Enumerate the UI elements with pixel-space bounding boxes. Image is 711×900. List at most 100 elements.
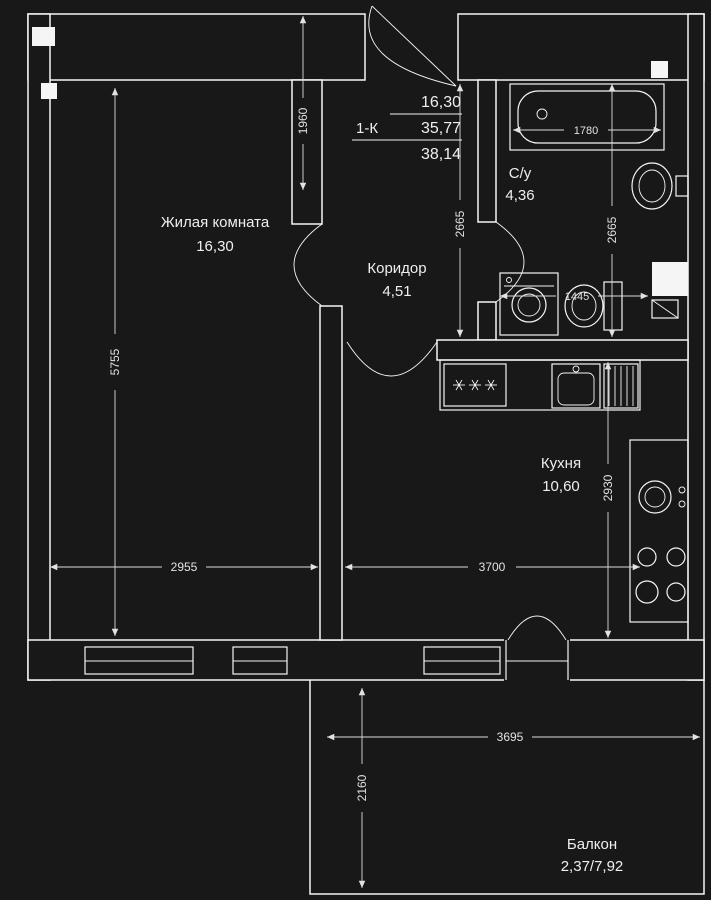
kitchen-name: Кухня — [541, 455, 581, 472]
washer-knob — [506, 277, 512, 283]
living-room-area: 16,30 — [196, 238, 234, 255]
kitchen-sink-faucet — [572, 365, 580, 373]
kitchen-sink-bowl — [557, 372, 595, 406]
entrance-door-swing — [368, 5, 457, 87]
stove-burner-4 — [666, 582, 686, 602]
bathroom-sink — [631, 162, 689, 210]
dim-living-depth: 5755 — [108, 88, 122, 636]
vent-shaft-outlined — [651, 299, 679, 319]
balcony-area: 2,37/7,92 — [561, 858, 624, 875]
grate-hatch — [608, 366, 634, 406]
dim-balcony-depth: 2160 — [355, 688, 369, 888]
kitchen-right-counter — [629, 439, 689, 623]
dim-bathtub-length: 1780 — [513, 125, 661, 137]
dim-kitchen-depth: 2930 — [601, 362, 615, 638]
kitchen-door-swing — [346, 341, 438, 377]
bathroom-name: С/у — [509, 165, 532, 182]
dim-label-living-depth: 5755 — [108, 348, 122, 375]
living-room-door-swing — [293, 223, 323, 307]
balcony-railing — [309, 680, 705, 895]
stove-burner-3 — [635, 580, 659, 604]
balcony-name: Балкон — [567, 836, 617, 853]
room-labels: Жилая комната 16,30 Коридор 4,51 С/у 4,3… — [161, 165, 623, 875]
dim-label-bathtub-length: 1780 — [574, 125, 598, 137]
balcony-door-swing — [507, 615, 567, 641]
wall-left — [27, 13, 51, 681]
window-living-2 — [232, 646, 288, 675]
wall-top-left — [27, 13, 366, 81]
dim-label-balcony-depth: 2160 — [355, 774, 369, 801]
bathtub — [509, 83, 665, 151]
wall-living-corridor-upper — [291, 79, 323, 225]
title-apartment-type: 1-К — [356, 120, 378, 137]
hob-burner-icon — [453, 379, 497, 391]
wall-living-corridor-lower — [319, 305, 343, 641]
dim-kitchen-width: 3700 — [345, 560, 640, 574]
title-total-area: 38,14 — [421, 146, 461, 163]
walls — [27, 13, 705, 681]
sink-backsplash — [675, 175, 689, 197]
toilet-tank — [603, 281, 623, 331]
dim-label-wc-width: 1445 — [565, 291, 589, 303]
balcony-door-opening — [504, 639, 570, 681]
column-marker-top-right — [651, 61, 668, 78]
round-sink-inner — [644, 486, 666, 508]
shafts — [32, 27, 688, 319]
hob-outline — [443, 363, 507, 407]
washer-drum — [511, 287, 547, 323]
toilet — [564, 281, 623, 331]
sink-bowl — [631, 162, 673, 210]
toilet-bowl-inner — [571, 291, 597, 321]
kitchen-top-counter — [439, 359, 641, 411]
wall-right — [687, 13, 705, 681]
dim-entry-wall: 1960 — [296, 15, 310, 190]
title-block: 16,30 1-К 35,77 38,14 — [352, 94, 462, 163]
counter-outline — [439, 359, 641, 411]
stove-burner-1 — [637, 547, 657, 567]
dim-balcony-width: 3695 — [327, 730, 700, 744]
living-room-name: Жилая комната — [161, 214, 270, 231]
dim-label-kitchen-depth: 2930 — [601, 474, 615, 501]
dim-corridor-depth: 2665 — [453, 84, 467, 337]
entrance-door-leaf — [371, 5, 457, 87]
wall-bathroom-kitchen — [436, 339, 689, 361]
dim-living-width: 2955 — [50, 560, 318, 574]
dim-label-balcony-width: 3695 — [497, 730, 524, 744]
windows — [84, 615, 570, 681]
washing-machine — [499, 272, 559, 336]
dim-label-living-width: 2955 — [171, 560, 198, 574]
column-marker-top-left-1 — [32, 27, 55, 46]
grate-box — [603, 363, 639, 409]
dim-bathroom-depth: 2665 — [605, 84, 619, 337]
bathtub-drain — [536, 108, 548, 120]
window-living-1 — [84, 646, 194, 675]
sink-bowl-inner — [638, 169, 666, 203]
title-area-without-balcony: 35,77 — [421, 120, 461, 137]
sink-tap-1 — [678, 486, 686, 494]
stove-burner-2 — [666, 547, 686, 567]
dim-label-bathroom-depth: 2665 — [605, 216, 619, 243]
washer-body — [499, 272, 559, 336]
column-marker-top-left-2 — [41, 83, 57, 99]
washer-drum-inner — [517, 293, 541, 317]
counter-right-outline — [629, 439, 689, 623]
vent-shaft-filled — [652, 262, 688, 296]
dim-wc-width: 1445 — [500, 291, 648, 303]
kitchen-sink-box — [551, 363, 601, 409]
window-kitchen — [423, 646, 501, 675]
kitchen-area: 10,60 — [542, 478, 580, 495]
dim-label-corridor-depth: 2665 — [453, 210, 467, 237]
dim-label-entry-wall: 1960 — [296, 107, 310, 134]
bathtub-inner — [517, 90, 657, 144]
vent-shaft-diagonal — [651, 299, 679, 319]
bathtub-outline — [509, 83, 665, 151]
wall-bathroom-left-lower — [477, 301, 497, 341]
wall-bathroom-left-upper — [477, 79, 497, 223]
dimensions: 5755 2955 3700 1960 2665 2665 — [50, 15, 700, 888]
balcony — [309, 680, 705, 895]
round-sink — [638, 480, 672, 514]
bathroom-area: 4,36 — [505, 187, 534, 204]
title-living-area: 16,30 — [421, 94, 461, 111]
